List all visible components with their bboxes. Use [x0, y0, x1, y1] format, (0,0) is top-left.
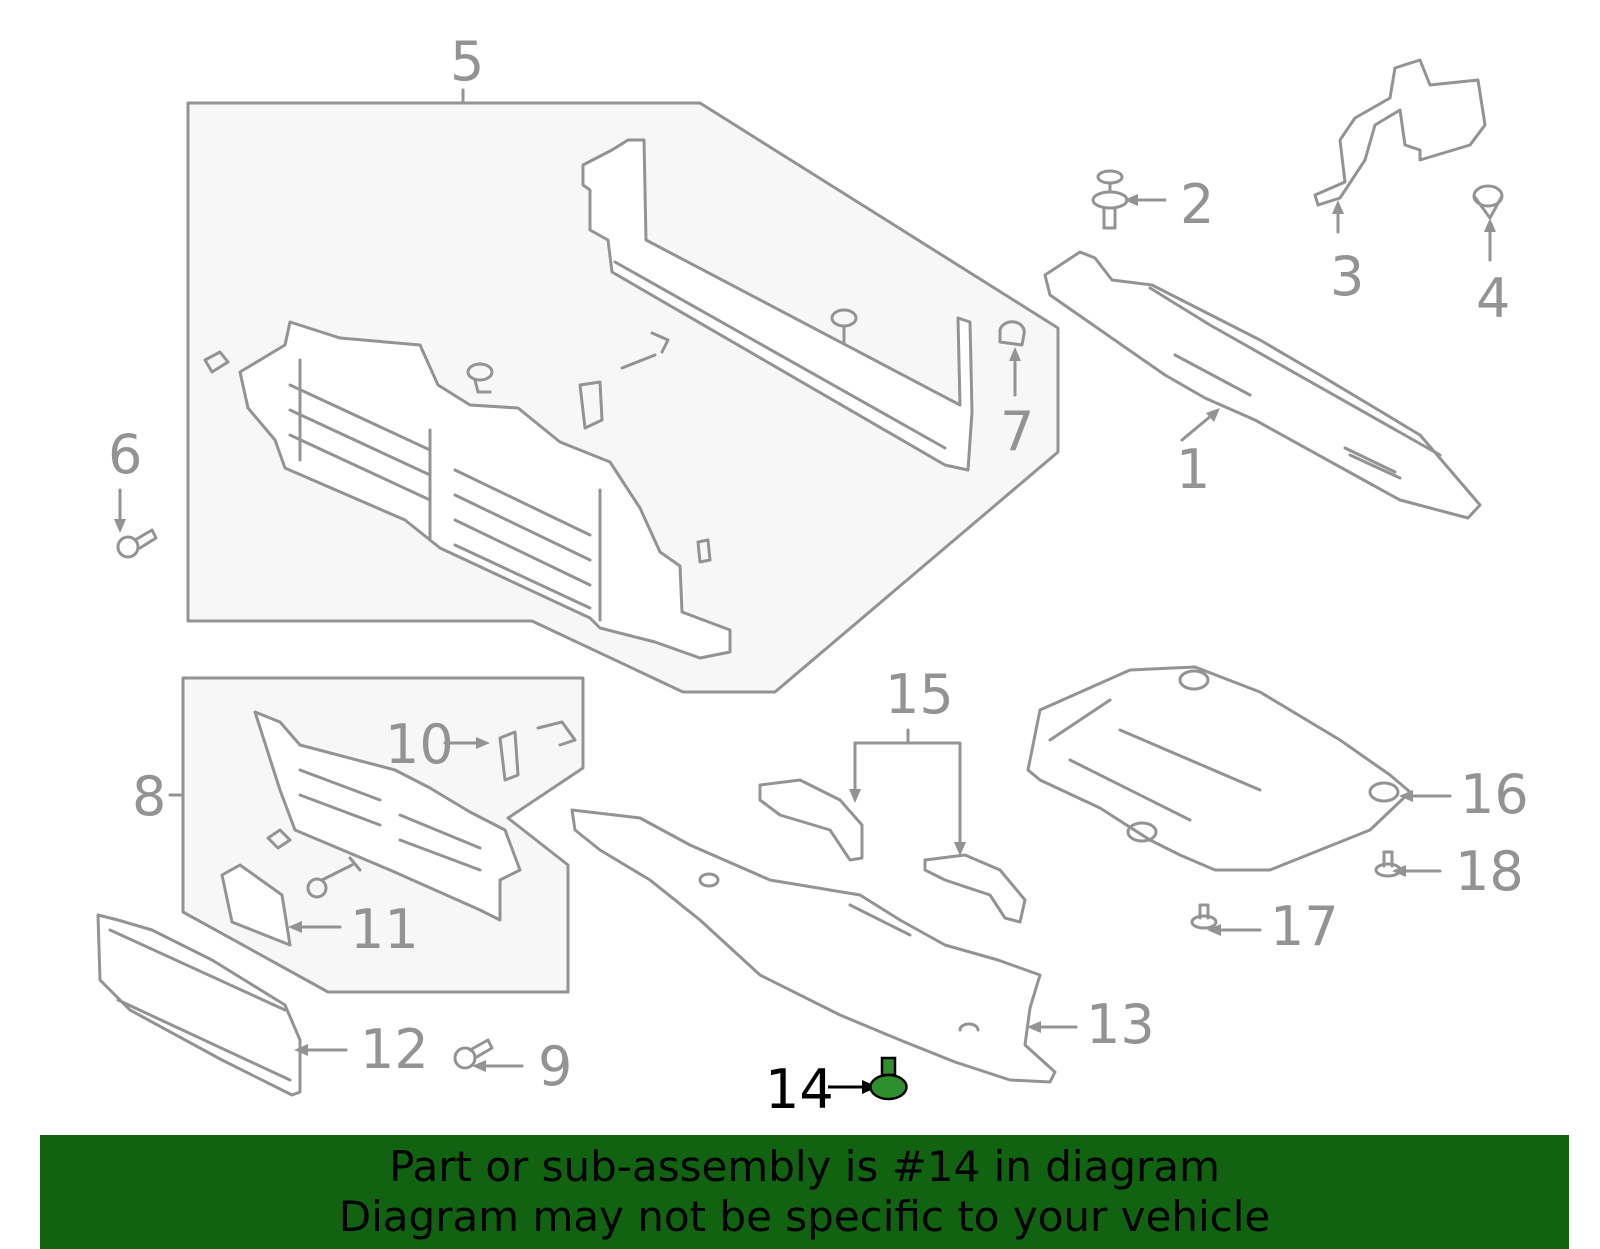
part-4-clip	[1472, 184, 1504, 220]
upper-tie-bar	[581, 138, 974, 472]
callout-10: 10	[385, 713, 454, 776]
notice-line-2: Diagram may not be specific to your vehi…	[338, 1192, 1271, 1241]
callout-14: 14	[765, 1058, 834, 1121]
part-1-deflector	[1043, 250, 1482, 520]
part-9-bolt	[453, 1038, 494, 1070]
callout-18: 18	[1455, 840, 1524, 903]
part-15-bracket-left	[758, 778, 864, 862]
part-8-shutter	[253, 710, 522, 922]
part-11-cover	[220, 863, 292, 947]
parts-diagram	[96, 58, 1504, 1101]
callout-13: 13	[1086, 993, 1155, 1056]
part-2-pushpin	[1091, 169, 1129, 230]
part-17-screw	[1190, 903, 1218, 930]
callout-5: 5	[450, 30, 485, 93]
callout-2: 2	[1180, 173, 1215, 236]
part-12-panel	[96, 913, 302, 1097]
callout-8: 8	[132, 765, 167, 828]
callout-11: 11	[350, 898, 419, 961]
part-3-bracket	[1313, 58, 1487, 207]
callout-7: 7	[1000, 400, 1035, 463]
part-13-shield	[570, 808, 1057, 1084]
callout-16: 16	[1460, 763, 1529, 826]
callout-9: 9	[538, 1035, 573, 1098]
notice-banner: Part or sub-assembly is #14 in diagram D…	[40, 1135, 1569, 1249]
part-6-bolt	[116, 528, 158, 559]
callout-3: 3	[1330, 245, 1365, 308]
part-15-bracket-right	[923, 853, 1027, 924]
part-16-undershield	[1026, 665, 1412, 872]
callout-12: 12	[360, 1018, 429, 1081]
assembly-5-frame	[186, 101, 1060, 694]
part-14-highlight	[828, 1056, 908, 1101]
radiator-shutter-assembly	[238, 320, 732, 660]
callout-17: 17	[1270, 895, 1339, 958]
notice-line-1: Part or sub-assembly is #14 in diagram	[389, 1141, 1220, 1191]
callout-15: 15	[885, 663, 954, 726]
callout-1: 1	[1176, 438, 1211, 501]
callout-4: 4	[1476, 267, 1511, 330]
callout-6: 6	[108, 423, 143, 486]
